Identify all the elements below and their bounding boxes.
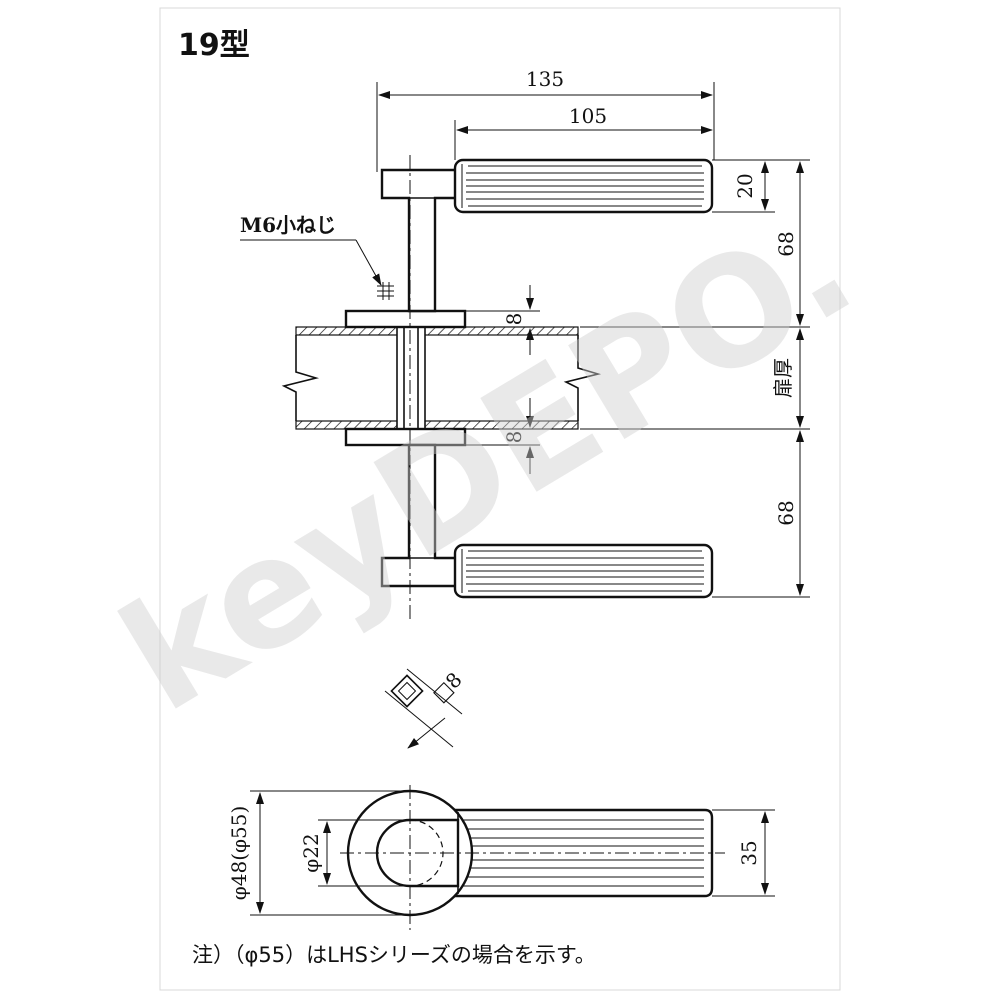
upper-rose-plate	[344, 309, 467, 329]
dim-plate-thickness-top: 8	[465, 285, 540, 355]
svg-text:68: 68	[774, 500, 798, 525]
svg-text:φ48(φ55): φ48(φ55)	[227, 806, 251, 901]
dim-inner-diameter: φ22	[299, 819, 410, 887]
footnote: 注）（φ55）はLHSシリーズの場合を示す。	[192, 943, 596, 967]
upper-lever	[377, 158, 714, 313]
dim-door-thickness: 扉厚	[580, 328, 810, 430]
dim-rose-diameter: φ48(φ55)	[227, 790, 410, 916]
svg-text:135: 135	[526, 67, 564, 91]
svg-text:8: 8	[502, 313, 526, 326]
dim-lever-thickness: 20	[712, 159, 775, 213]
svg-text:35: 35	[737, 840, 761, 865]
svg-text:20: 20	[733, 173, 757, 198]
side-view: 135 105 20 68 扉厚	[240, 67, 810, 620]
dim-lower-height: 68	[712, 430, 810, 598]
front-view: φ48(φ55) φ22 35	[227, 785, 775, 930]
svg-text:φ22: φ22	[299, 833, 323, 872]
svg-text:8: 8	[502, 431, 526, 444]
screw-label: M6小ねじ	[240, 213, 382, 286]
dim-grip-length: 105	[454, 104, 713, 160]
svg-text:105: 105	[569, 104, 607, 128]
lower-lever	[380, 443, 714, 599]
dim-upper-height: 68	[580, 159, 810, 328]
svg-text:扉厚: 扉厚	[771, 358, 795, 398]
svg-text:M6小ねじ: M6小ねじ	[240, 213, 336, 237]
svg-text:68: 68	[774, 231, 798, 256]
dim-plate-thickness-bottom: 8	[465, 398, 540, 474]
drawing-title: 19型	[178, 28, 250, 63]
dim-lever-width: 35	[712, 809, 775, 897]
lower-rose-plate	[344, 427, 467, 447]
dim-overall-length: 135	[376, 67, 715, 172]
